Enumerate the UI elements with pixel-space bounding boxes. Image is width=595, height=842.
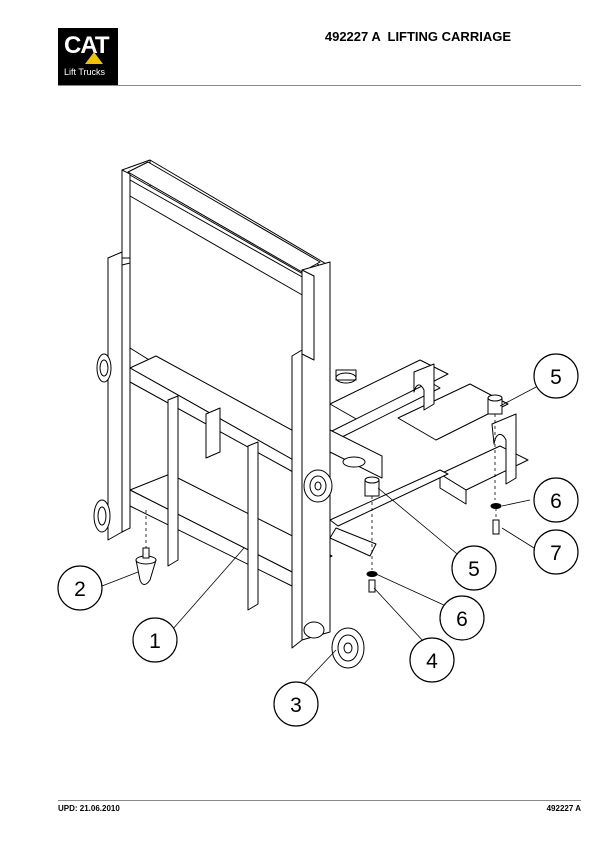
callout-label: 5 [468, 558, 480, 581]
washer-6-upper [490, 503, 502, 509]
callout-label: 1 [149, 630, 161, 653]
document-number: 492227 A [546, 804, 581, 813]
logo-triangle-icon [85, 52, 103, 64]
callout-label: 4 [426, 650, 438, 673]
left-side-plate [107, 251, 123, 541]
screw-7 [492, 519, 500, 535]
callout-circle-1 [132, 617, 178, 663]
mounting-bracket [205, 407, 221, 459]
callout-label: 2 [74, 578, 86, 601]
page-title: 492227 A LIFTING CARRIAGE [324, 29, 511, 44]
callout-circle-5-upper [533, 353, 579, 399]
u-bracket [491, 413, 517, 485]
callout-label: 5 [550, 366, 562, 389]
right-side-plate [291, 349, 303, 649]
screw-4 [368, 579, 376, 593]
top-crossbar [127, 161, 321, 273]
callout-label: 3 [290, 694, 302, 717]
logo-subtitle: Lift Trucks [64, 67, 106, 77]
callout-circle-7 [533, 529, 579, 575]
callout-circle-6-upper [533, 477, 579, 523]
cat-lift-trucks-logo: CAT Lift Trucks [58, 28, 118, 85]
washer-6-lower [366, 571, 378, 577]
footer-divider [58, 800, 581, 801]
callout-circle-6-lower [439, 595, 485, 641]
callout-circle-2 [57, 565, 103, 611]
callout-label: 6 [456, 608, 468, 631]
callout-circle-5-lower [451, 545, 497, 591]
callout-circle-3 [273, 681, 319, 727]
header-divider [58, 85, 581, 86]
callout-label: 7 [550, 542, 562, 565]
callout-label: 6 [550, 490, 562, 513]
callout-circle-4 [409, 637, 455, 683]
update-date: UPD: 21.06.2010 [58, 804, 120, 813]
rubber-bumper-2 [135, 559, 157, 585]
